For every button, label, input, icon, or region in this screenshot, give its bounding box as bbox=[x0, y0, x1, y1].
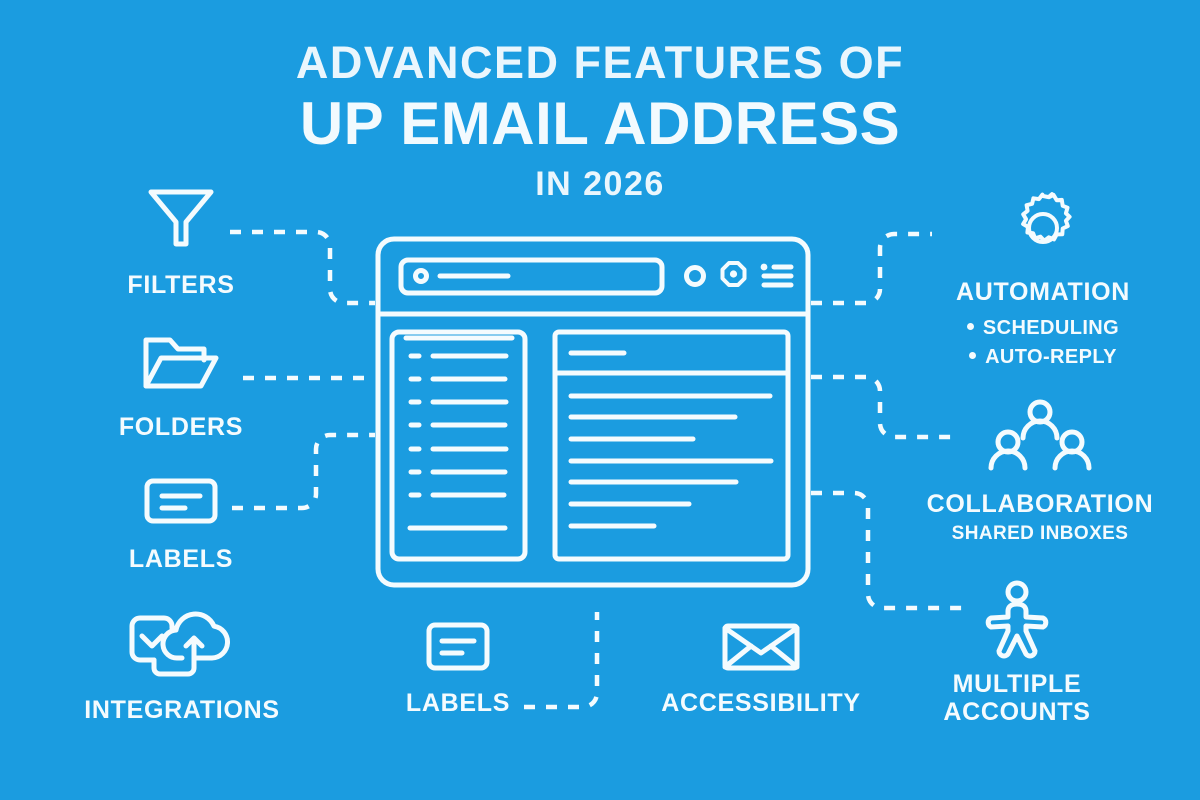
title-line-3: IN 2026 bbox=[535, 165, 665, 203]
automation-bullet-label: SCHEDULING bbox=[982, 317, 1120, 339]
node-multiple-accounts-label-1: MULTIPLE bbox=[952, 670, 1082, 698]
node-integrations[interactable]: INTEGRATIONS bbox=[74, 611, 290, 724]
automation-bullets: SCHEDULING AUTO-REPLY bbox=[900, 314, 1186, 372]
search-bar-dot-icon bbox=[413, 268, 429, 284]
node-multiple-accounts[interactable]: MULTIPLE ACCOUNTS bbox=[900, 580, 1134, 726]
bullet-dot-icon bbox=[969, 352, 977, 360]
node-labels-left-label: LABELS bbox=[128, 545, 234, 573]
folder-icon bbox=[98, 332, 264, 394]
reading-pane-body-lines bbox=[568, 393, 774, 529]
email-client-window[interactable] bbox=[375, 236, 811, 588]
node-accessibility-label: ACCESSIBILITY bbox=[661, 689, 861, 717]
node-filters[interactable]: FILTERS bbox=[98, 186, 264, 299]
node-accessibility[interactable]: ACCESSIBILITY bbox=[648, 622, 874, 717]
bullet-dot-icon bbox=[966, 323, 974, 331]
label-icon bbox=[384, 620, 532, 672]
accessibility-person-icon bbox=[900, 580, 1134, 659]
node-integrations-label: INTEGRATIONS bbox=[84, 696, 280, 724]
node-labels-left[interactable]: LABELS bbox=[105, 476, 257, 573]
circle-icon bbox=[684, 265, 706, 287]
node-collaboration-label: COLLABORATION bbox=[926, 490, 1154, 518]
automation-bullet-item: AUTO-REPLY bbox=[900, 343, 1186, 372]
node-collaboration[interactable]: COLLABORATION SHARED INBOXES bbox=[890, 398, 1190, 545]
search-bar bbox=[398, 257, 665, 296]
node-filters-label: FILTERS bbox=[127, 271, 235, 299]
node-labels-bottom-label: LABELS bbox=[405, 689, 511, 717]
automation-bullet-label: AUTO-REPLY bbox=[985, 346, 1117, 368]
node-folders-label: FOLDERS bbox=[118, 413, 244, 441]
envelope-icon bbox=[648, 622, 874, 672]
settings-gear-icon bbox=[720, 261, 747, 287]
title-line-2: UP EMAIL ADDRESS bbox=[299, 90, 901, 157]
funnel-icon bbox=[98, 186, 264, 252]
node-automation[interactable]: AUTOMATION SCHEDULING AUTO-REPLY bbox=[900, 192, 1186, 372]
node-automation-label: AUTOMATION bbox=[955, 278, 1131, 306]
page-title: ADVANCED FEATURES OF UP EMAIL ADDRESS IN… bbox=[0, 40, 1200, 201]
list-menu-icon bbox=[760, 263, 794, 288]
message-reading-panel bbox=[552, 329, 791, 562]
message-list-items bbox=[408, 353, 509, 498]
gear-icon bbox=[900, 192, 1186, 264]
integrations-icon bbox=[74, 611, 290, 680]
node-folders[interactable]: FOLDERS bbox=[98, 332, 264, 441]
window-frame bbox=[375, 236, 811, 588]
settings-gear-center-icon bbox=[729, 270, 738, 278]
node-collaboration-sublabel: SHARED INBOXES bbox=[951, 523, 1129, 544]
people-group-icon bbox=[890, 398, 1190, 476]
node-multiple-accounts-label-2: ACCOUNTS bbox=[943, 698, 1091, 726]
label-icon bbox=[105, 476, 257, 526]
automation-bullet-item: SCHEDULING bbox=[900, 314, 1186, 343]
message-list-panel bbox=[389, 329, 528, 562]
title-line-1: ADVANCED FEATURES OF bbox=[295, 37, 905, 88]
node-labels-bottom[interactable]: LABELS bbox=[384, 620, 532, 717]
